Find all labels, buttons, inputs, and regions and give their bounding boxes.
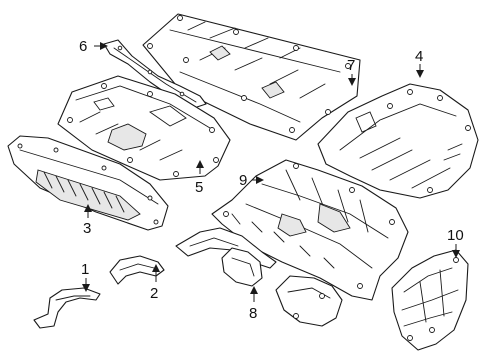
part-4-right-shield (317, 83, 479, 199)
part-10-side-panel (391, 249, 469, 351)
callout-4: 4 (415, 48, 423, 65)
part-7-upper-panel (142, 13, 361, 141)
callout-8: 8 (249, 305, 257, 322)
part-2-bracket (109, 255, 165, 285)
callout-10: 10 (447, 227, 464, 244)
part-3-ribbed-tray (7, 135, 169, 231)
part-6-strip (103, 39, 207, 109)
callout-5: 5 (195, 179, 203, 196)
callout-1: 1 (81, 261, 89, 278)
callout-9: 9 (239, 172, 247, 189)
callout-3: 3 (83, 220, 91, 237)
part-5-middle-shield (57, 75, 231, 181)
callout-2: 2 (150, 285, 158, 302)
leader-lines (82, 42, 460, 302)
callout-7: 7 (347, 57, 355, 74)
part-1-strap (33, 287, 101, 329)
part-9-floor-pan (211, 159, 409, 301)
callout-6: 6 (79, 38, 87, 55)
part-8-bracket (221, 247, 343, 327)
